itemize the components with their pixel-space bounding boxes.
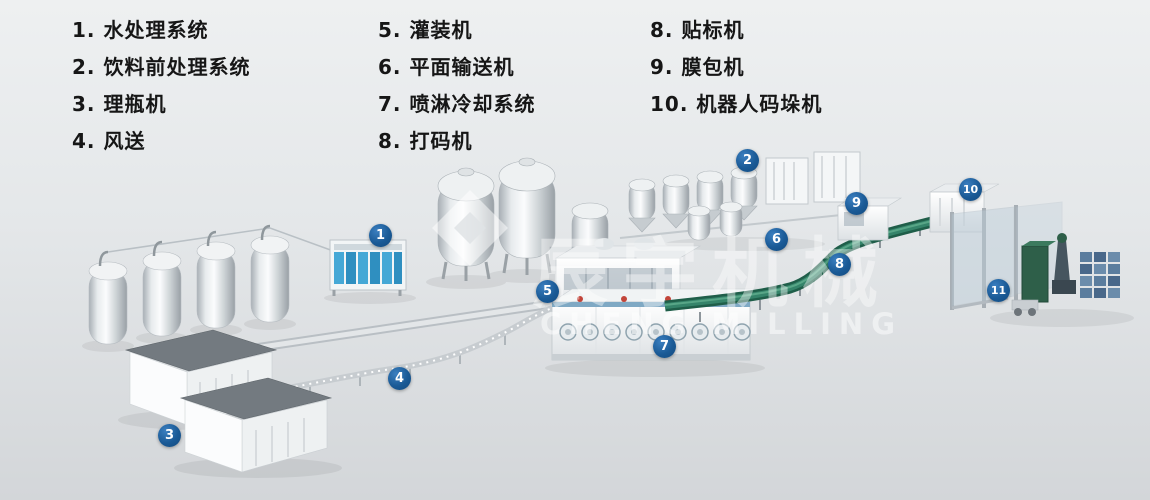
legend-column-1: 1. 水处理系统 2. 饮料前处理系统 3. 理瓶机 4. 风送 — [72, 12, 250, 160]
badge-6: 6 — [765, 228, 788, 251]
badge-8: 8 — [828, 253, 851, 276]
legend-item-1: 1. 水处理系统 — [72, 18, 209, 42]
badge-4: 4 — [388, 367, 411, 390]
legend-item-4: 4. 风送 — [72, 129, 146, 153]
unscrambler-buildings — [124, 329, 333, 473]
legend-item-8-labeler: 8. 贴标机 — [650, 18, 745, 42]
badge-11: 11 — [987, 279, 1010, 302]
watermark: 辰宇机械 CHENG MILLING — [432, 190, 903, 341]
legend-item-7: 7. 喷淋冷却系统 — [378, 92, 536, 116]
legend-column-2: 5. 灌装机 6. 平面输送机 7. 喷淋冷却系统 8. 打码机 — [378, 12, 535, 160]
water-treatment-tanks — [88, 224, 290, 345]
palletizer-cell — [950, 201, 1120, 316]
legend-column-3: 8. 贴标机 9. 膜包机 10. 机器人码垛机 — [650, 12, 822, 123]
legend-item-9: 9. 膜包机 — [650, 55, 745, 79]
badge-7: 7 — [653, 335, 676, 358]
infeed-conveyor — [107, 227, 554, 396]
badge-10: 10 — [959, 178, 982, 201]
legend-item-3: 3. 理瓶机 — [72, 92, 167, 116]
legend-item-2: 2. 饮料前处理系统 — [72, 55, 251, 79]
legend: 1. 水处理系统 2. 饮料前处理系统 3. 理瓶机 4. 风送 5. 灌装机 … — [0, 12, 1150, 162]
pretreatment-group — [619, 151, 871, 241]
badge-2: 2 — [736, 149, 759, 172]
legend-item-5: 5. 灌装机 — [378, 18, 473, 42]
badge-9: 9 — [845, 192, 868, 215]
watermark-cn: 辰宇机械 — [532, 229, 892, 318]
legend-item-6: 6. 平面输送机 — [378, 55, 515, 79]
badge-5: 5 — [536, 280, 559, 303]
badge-1: 1 — [369, 224, 392, 247]
treatment-skid — [329, 239, 407, 296]
legend-item-8-coder: 8. 打码机 — [378, 129, 473, 153]
legend-item-10: 10. 机器人码垛机 — [650, 92, 823, 116]
watermark-en: CHENG MILLING — [540, 307, 903, 341]
badge-3: 3 — [158, 424, 181, 447]
